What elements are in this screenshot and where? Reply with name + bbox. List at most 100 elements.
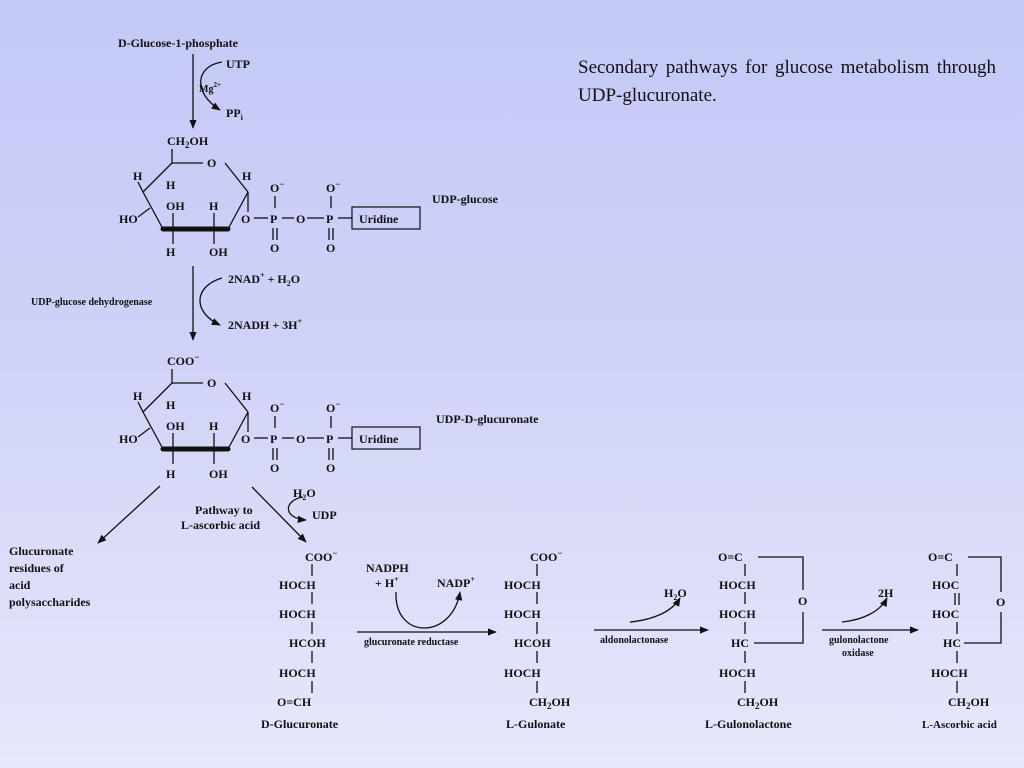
arrow-to-ascorbic <box>251 486 307 543</box>
chain-atom: CH2OH <box>737 695 779 711</box>
chain-atom: CH2OH <box>529 695 571 711</box>
chain-atom: HOCH <box>279 666 316 680</box>
lactone-oxygen: O <box>996 595 1005 609</box>
h-atom: H <box>166 245 176 259</box>
h-atom: H <box>242 169 252 183</box>
chain-atom: COO− <box>305 548 337 564</box>
phosphorus: P <box>270 432 277 446</box>
h-atom: H <box>166 398 176 412</box>
oh-group: OH <box>209 467 228 481</box>
ring-oxygen: O <box>207 156 216 170</box>
bridge-oxygen: O <box>296 212 305 226</box>
h-atom: H <box>133 389 143 403</box>
bridge-oxygen: O <box>296 432 305 446</box>
chain-atom: HOCH <box>504 607 541 621</box>
chain-atom: HOCH <box>504 666 541 680</box>
chain-atom: HOCH <box>719 666 756 680</box>
curved-arrow-utp <box>200 61 223 111</box>
udp-glucose-label: UDP-glucose <box>432 192 499 206</box>
d-glucuronate-structure: COO− HOCH HOCH HCOH HOCH O=CH <box>277 548 337 709</box>
chain-atom: COO− <box>530 548 562 564</box>
chain-atom: O=C <box>718 550 743 564</box>
lactone-oxygen: O <box>798 594 807 608</box>
d-glucuronate-label: D-Glucuronate <box>261 717 339 731</box>
chain-atom: HOCH <box>719 578 756 592</box>
glucuronate-reductase-label: glucuronate reductase <box>364 637 459 648</box>
o-minus: O− <box>326 179 340 195</box>
pathway-label: Pathway to L-ascorbic acid <box>181 503 260 532</box>
nadh-label: 2NADH + 3H+ <box>228 317 303 332</box>
curved-arrow-h2o <box>629 597 681 623</box>
l-gulonate-structure: COO− HOCH HOCH HCOH HOCH CH2OH <box>504 548 571 711</box>
chain-atom: HOC <box>932 607 959 621</box>
oxygen: O <box>326 461 335 475</box>
bridge-oxygen: O <box>241 212 250 226</box>
l-gulonate-label: L-Gulonate <box>506 717 566 731</box>
caption: Secondary pathways for glucose metabolis… <box>578 57 996 106</box>
uridine-label: Uridine <box>359 212 399 226</box>
l-gulonolactone-structure: O=C HOCH HOCH HC HOCH CH2OH O <box>718 550 807 711</box>
ring-oxygen: O <box>207 376 216 390</box>
udp-glucose-structure: CH2OH O H H H HO OH H H OH O P O− O O P … <box>119 134 421 259</box>
chain-atom: HC <box>943 636 961 650</box>
phosphorus: P <box>270 212 277 226</box>
oxidase-label: gulonolactone oxidase <box>829 635 891 659</box>
chain-atom: HOCH <box>504 578 541 592</box>
glucose-1-phosphate-label: D-Glucose-1-phosphate <box>118 36 239 50</box>
bridge-oxygen: O <box>241 432 250 446</box>
phosphorus: P <box>326 212 333 226</box>
ch2oh-label: CH2OH <box>167 134 209 150</box>
coo-minus: COO− <box>167 352 199 368</box>
chain-atom: O=CH <box>277 695 312 709</box>
chain-atom: HOCH <box>719 607 756 621</box>
chain-atom: HCOH <box>289 636 326 650</box>
curved-arrow-2h <box>841 597 888 623</box>
nad-h2o-label: 2NAD+ + H2O <box>228 271 300 288</box>
l-gulonolactone-label: L-Gulonolactone <box>705 717 792 731</box>
oxygen: O <box>270 241 279 255</box>
h2o-release-label: H2O <box>664 586 687 602</box>
arrow-to-polysaccharides <box>97 485 161 544</box>
o-minus: O− <box>270 399 284 415</box>
h-atom: H <box>166 178 176 192</box>
aldonolactonase-label: aldonolactonase <box>600 635 669 646</box>
curved-arrow-nad <box>199 277 223 326</box>
udp-label: UDP <box>312 508 337 522</box>
chain-atom: HCOH <box>514 636 551 650</box>
ppi-label: PPi <box>226 106 244 122</box>
o-minus: O− <box>270 179 284 195</box>
h2o-label: H2O <box>293 486 316 502</box>
oh-group: OH <box>166 199 185 213</box>
uridine-label: Uridine <box>359 432 399 446</box>
utp-label: UTP <box>226 57 250 71</box>
curved-arrow-nadp <box>395 591 463 629</box>
chain-atom: HC <box>731 636 749 650</box>
chain-atom: HOCH <box>931 666 968 680</box>
o-minus: O− <box>326 399 340 415</box>
dehydrogenase-label: UDP-glucose dehydrogenase <box>31 297 153 308</box>
udp-glucuronate-structure: COO− O H H H HO OH H H OH O P O− O O P O… <box>119 352 421 481</box>
ho-group: HO <box>119 432 138 446</box>
h-atom: H <box>133 169 143 183</box>
nadp-label: NADP+ <box>437 575 475 590</box>
plus-h-label: + H+ <box>375 575 399 590</box>
h-atom: H <box>166 467 176 481</box>
h-atom: H <box>209 419 219 433</box>
chain-atom: HOCH <box>279 578 316 592</box>
oxygen: O <box>326 241 335 255</box>
uridine-box <box>351 206 421 230</box>
chain-atom: O=C <box>928 550 953 564</box>
chain-atom: HOC <box>932 578 959 592</box>
oxygen: O <box>270 461 279 475</box>
h-atom: H <box>242 389 252 403</box>
glucuronate-residues-label: Glucuronate residues of acid polysacchar… <box>9 544 91 609</box>
ho-group: HO <box>119 212 138 226</box>
oh-group: OH <box>166 419 185 433</box>
curved-arrow-udp <box>287 496 307 523</box>
h-atom: H <box>209 199 219 213</box>
l-ascorbic-acid-label: L-Ascorbic acid <box>922 719 997 731</box>
mg-label: Mg2+ <box>199 81 221 95</box>
uridine-box <box>351 426 421 450</box>
udp-glucuronate-label: UDP-D-glucuronate <box>436 412 539 426</box>
